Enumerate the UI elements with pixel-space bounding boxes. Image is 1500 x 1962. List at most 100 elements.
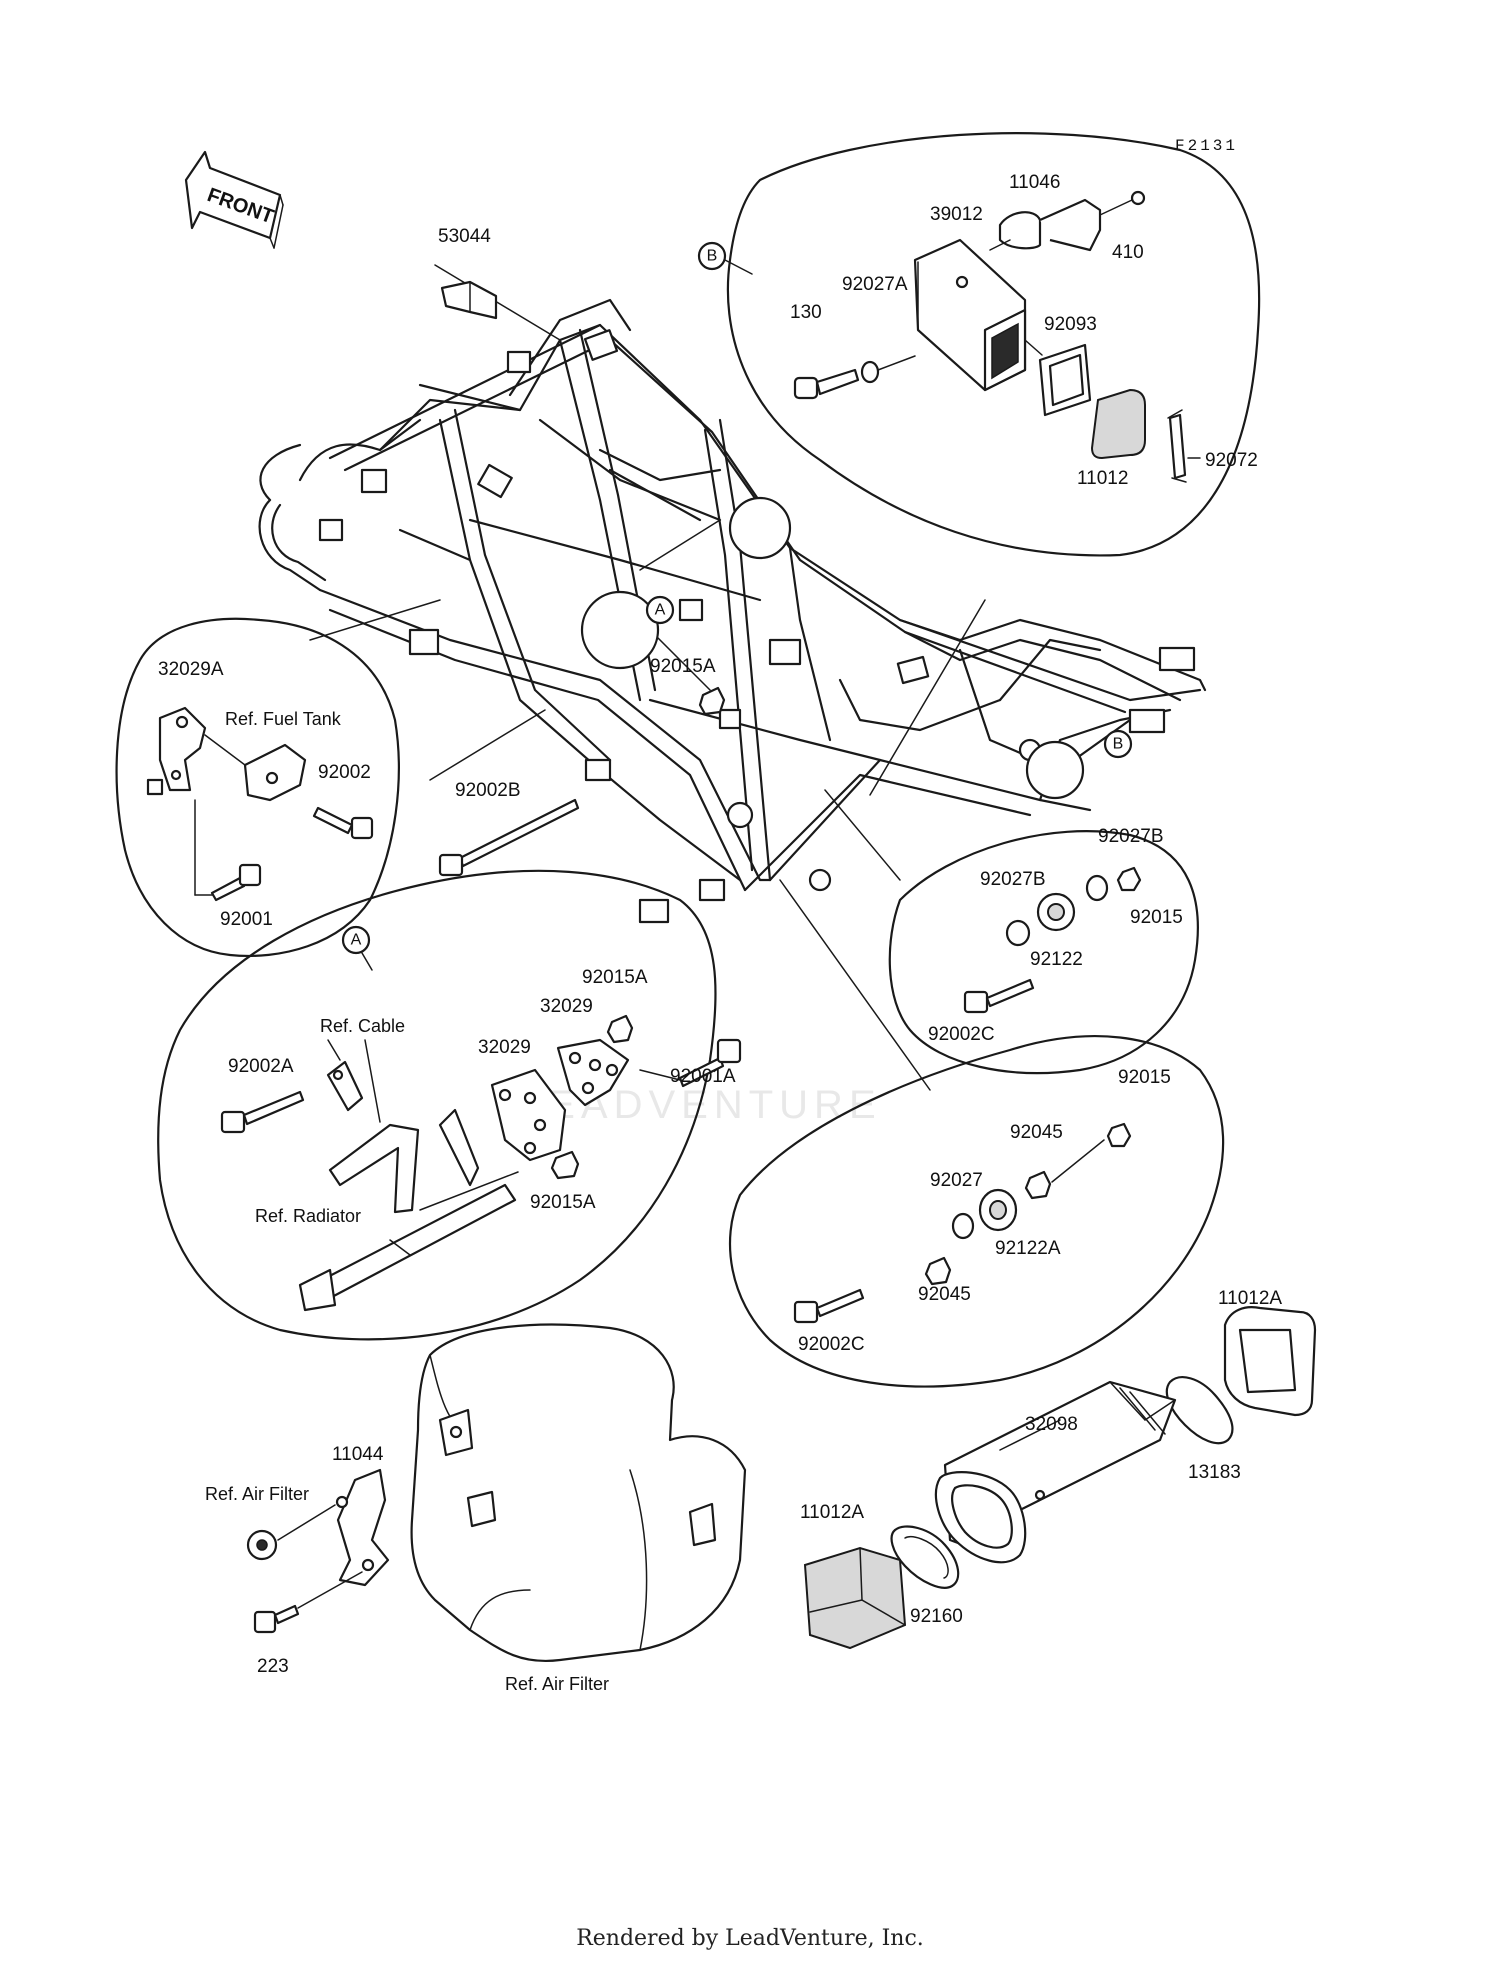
atv-frame — [258, 298, 1207, 924]
part-number-label: 92027B — [980, 869, 1046, 890]
gasket-92093 — [1024, 339, 1092, 417]
nut-92045-lower — [924, 1256, 952, 1286]
part-number-label: 92045 — [918, 1284, 971, 1305]
part-number-label: 13183 — [1188, 1462, 1241, 1483]
strap-92072 — [1167, 409, 1201, 483]
reference-label: Ref. Fuel Tank — [225, 709, 342, 729]
plate-32029-1 — [490, 1068, 567, 1162]
part-number-label: 92045 — [1010, 1122, 1063, 1143]
part-number-label: 32029A — [158, 659, 224, 680]
fuel-tank-tab — [204, 734, 307, 802]
radiator-bracket — [298, 1108, 519, 1312]
part-number-label: 92002C — [928, 1024, 995, 1045]
part-number-label: 92093 — [1044, 314, 1097, 335]
part-53044: 53044 — [438, 226, 498, 320]
cover-11012a-left — [803, 1546, 907, 1650]
frame-detail-circle — [728, 496, 792, 560]
part-number-label: 11012 — [1077, 468, 1128, 489]
nut-92045-upper — [1024, 1170, 1052, 1200]
part-number-label: 11046 — [1009, 172, 1060, 193]
intake-duct-group: 11012A 32098 13183 11012A 92160 — [800, 1288, 1317, 1650]
part-number-label: 92122A — [995, 1238, 1061, 1259]
detail-marker-letter: B — [707, 248, 718, 265]
part-number-label: 39012 — [930, 204, 983, 225]
battery-box-39012 — [913, 238, 1027, 392]
bolt-ref-air-filter — [246, 1504, 336, 1561]
marker-a-frame: A — [580, 590, 675, 670]
bolt-130 — [793, 355, 916, 400]
part-number-label: 92027A — [842, 274, 908, 295]
part-number-label: 11044 — [332, 1444, 384, 1465]
bracket-11046 — [989, 198, 1102, 252]
bolt-92001 — [210, 863, 262, 902]
part-number-label: 92015 — [1130, 907, 1183, 928]
bolt-92002c-lower — [793, 1288, 865, 1324]
plate-32029-2 — [556, 1038, 630, 1107]
duct-32098 — [935, 1380, 1177, 1564]
part-number-label: 11012A — [800, 1502, 864, 1523]
reference-label: Ref. Cable — [320, 1016, 405, 1036]
washer-410 — [1130, 190, 1146, 206]
detail-marker-letter: A — [655, 602, 666, 619]
part-number-label: 92027 — [930, 1170, 983, 1191]
bracket-11044-group: 11044 Ref. Air Filter 223 Ref. Air Filte… — [205, 1444, 609, 1694]
bolt-92002 — [312, 806, 374, 840]
bracket-32029a — [146, 706, 207, 796]
part-number-label: 92001 — [220, 909, 273, 930]
marker-b — [697, 241, 727, 271]
reference-label: Ref. Radiator — [255, 1206, 361, 1226]
nut-92015a-frame: 92015A — [650, 656, 726, 716]
part-number-label: 32029 — [540, 996, 593, 1017]
part-number-label: 92015A — [530, 1192, 596, 1213]
leader-lines — [309, 264, 986, 1091]
detail-marker-letter: B — [1113, 736, 1124, 753]
part-number-label: 11012A — [1218, 1288, 1282, 1309]
bolt-92002b: 92002B — [438, 780, 580, 877]
cover-11012 — [1090, 388, 1146, 460]
gasket-13183 — [1165, 1376, 1234, 1445]
collar-92027b-2 — [1085, 874, 1109, 902]
gasket-92160 — [890, 1525, 960, 1589]
detail-mount-upper: 92027B 92027B 92015 92122 92002C — [888, 826, 1199, 1075]
footer-credit: Rendered by LeadVenture, Inc. — [576, 1926, 924, 1951]
part-number-label: 92002A — [228, 1056, 294, 1077]
reference-label: Ref. Air Filter — [205, 1484, 309, 1504]
detail-b-group: B — [697, 132, 1261, 557]
collar-92027 — [951, 1212, 975, 1240]
detail-marker-letter: A — [351, 932, 362, 949]
nut-92015a-lower — [550, 1150, 580, 1180]
nut-92015-upper — [1116, 866, 1142, 892]
part-number-label: 130 — [790, 302, 822, 323]
part-number-label: 92002B — [455, 780, 521, 801]
bolt-92001a — [639, 1038, 742, 1088]
part-number-label: 53044 — [438, 226, 491, 247]
bolt-92002c-upper — [963, 978, 1035, 1014]
diagram-code: F2131 — [1175, 137, 1238, 155]
detail-fuel-tank-group: 32029A Ref. Fuel Tank 92002 92001 — [115, 617, 400, 957]
cover-11012a-right — [1223, 1306, 1317, 1417]
part-number-label: 92002C — [798, 1334, 865, 1355]
marker-b-frame: B — [1025, 729, 1133, 800]
detail-a-group: A — [157, 869, 742, 1341]
marker-a — [341, 925, 371, 955]
part-number-label: 92015A — [582, 967, 648, 988]
nut-92015a-upper — [606, 1014, 634, 1044]
part-number-label: 92015 — [1118, 1067, 1171, 1088]
part-number-label: 32029 — [478, 1037, 531, 1058]
front-arrow-icon: FRONT — [184, 150, 284, 249]
reference-label: Ref. Air Filter — [505, 1674, 609, 1694]
air-filter-housing — [410, 1323, 747, 1662]
collar-92027b-1 — [1005, 919, 1031, 947]
part-number-label: 32098 — [1025, 1414, 1078, 1435]
part-number-label: 92002 — [318, 762, 371, 783]
part-number-label: 223 — [257, 1656, 289, 1677]
nut-92015-lower — [1106, 1122, 1132, 1148]
detail-mount-lower: 92015 92045 92027 92122A 92045 92002C — [728, 1035, 1225, 1388]
cable-clip — [326, 1039, 381, 1123]
bolt-223 — [253, 1571, 363, 1634]
part-number-label: 92027B — [1098, 826, 1164, 847]
bolt-92002a — [220, 1090, 305, 1134]
part-number-label: 92015A — [650, 656, 716, 677]
